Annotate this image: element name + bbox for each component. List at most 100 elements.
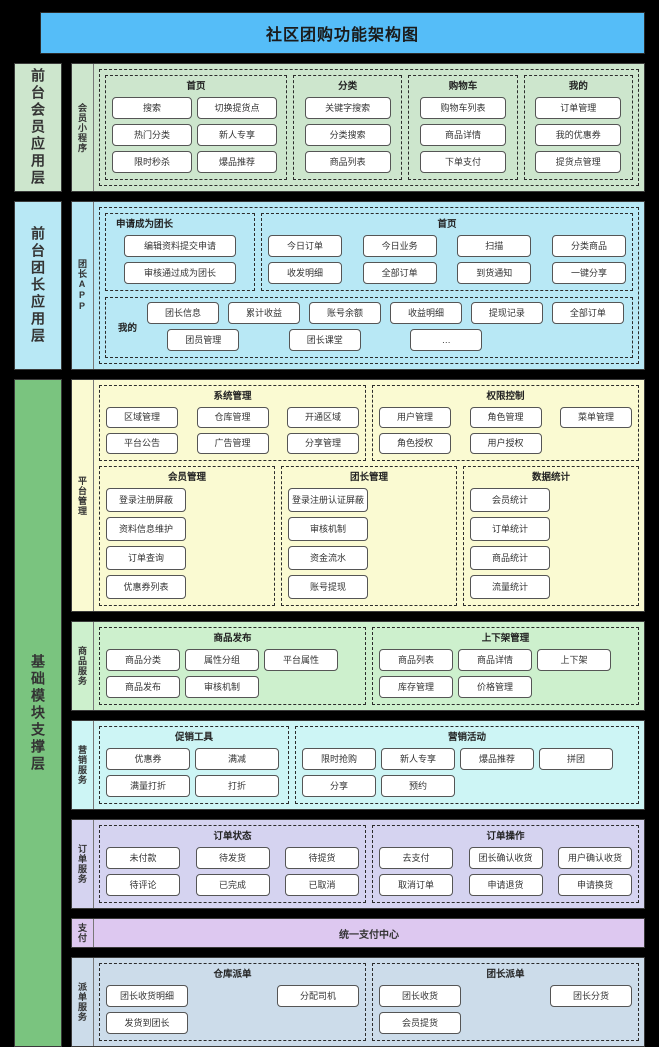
chip[interactable]: 资料信息维护 bbox=[106, 517, 186, 541]
chip[interactable]: 登录注册屏蔽 bbox=[106, 488, 186, 512]
chip[interactable]: 满减 bbox=[195, 748, 279, 770]
chip[interactable]: 团长信息 bbox=[147, 302, 219, 324]
chip[interactable]: 新人专享 bbox=[381, 748, 455, 770]
chip[interactable]: 爆品推荐 bbox=[197, 151, 277, 173]
chip[interactable]: 审核通过成为团长 bbox=[124, 262, 236, 284]
chip[interactable]: 角色授权 bbox=[379, 433, 451, 454]
chip[interactable]: 限时抢购 bbox=[302, 748, 376, 770]
chip[interactable]: 分类商品 bbox=[551, 235, 626, 257]
chip[interactable]: 优惠券列表 bbox=[106, 575, 186, 599]
chip[interactable]: 用户授权 bbox=[469, 433, 542, 454]
chip[interactable]: 商品列表 bbox=[379, 649, 453, 671]
chip[interactable]: 开通区域 bbox=[287, 407, 359, 428]
chip[interactable]: 已完成 bbox=[195, 874, 270, 896]
chip[interactable]: 商品列表 bbox=[304, 151, 391, 173]
chip[interactable]: 待提货 bbox=[285, 847, 359, 869]
chip[interactable]: 审核机制 bbox=[185, 676, 259, 698]
chip[interactable]: 团员管理 bbox=[167, 329, 240, 351]
chip[interactable]: 申请退货 bbox=[468, 874, 543, 896]
chip[interactable]: 编辑资料提交申请 bbox=[124, 235, 236, 257]
chip[interactable]: 团长课堂 bbox=[288, 329, 361, 351]
chip[interactable]: 爆品推荐 bbox=[460, 748, 534, 770]
chip[interactable]: 库存管理 bbox=[379, 676, 453, 698]
chip[interactable]: 未付款 bbox=[106, 847, 180, 869]
chip[interactable]: 团长确认收货 bbox=[468, 847, 543, 869]
chip[interactable]: 购物车列表 bbox=[419, 97, 506, 119]
chip[interactable]: 商品详情 bbox=[458, 649, 532, 671]
chip[interactable]: 上下架 bbox=[537, 649, 611, 671]
group-goods-publish: 商品发布 商品分类 属性分组 平台属性 商品发布 审核机制 bbox=[99, 627, 366, 705]
chip[interactable]: 广告管理 bbox=[196, 433, 269, 454]
chip[interactable]: 用户管理 bbox=[379, 407, 451, 428]
chip[interactable]: 团长分货 bbox=[550, 985, 632, 1007]
chip[interactable]: 资金流水 bbox=[288, 546, 368, 570]
chip[interactable]: 审核机制 bbox=[288, 517, 368, 541]
chip[interactable]: 流量统计 bbox=[470, 575, 550, 599]
group-title: 购物车 bbox=[448, 81, 478, 92]
chip[interactable]: 待评论 bbox=[106, 874, 180, 896]
chip[interactable]: 平台公告 bbox=[106, 433, 178, 454]
chip[interactable]: 团长收货 bbox=[379, 985, 461, 1007]
band-label-goods-service: 商品服务 bbox=[72, 622, 94, 710]
chip[interactable]: 分类搜索 bbox=[304, 124, 391, 146]
chip[interactable]: 搜索 bbox=[112, 97, 192, 119]
group-promotion-tools: 促销工具 优惠券 满减 满量打折 打折 bbox=[99, 726, 289, 804]
chip[interactable]: 拼团 bbox=[539, 748, 613, 770]
chip[interactable]: 分享 bbox=[302, 775, 376, 797]
chip[interactable]: 仓库管理 bbox=[196, 407, 269, 428]
chip[interactable]: 今日订单 bbox=[268, 235, 342, 257]
chip[interactable]: 商品发布 bbox=[106, 676, 180, 698]
chip[interactable]: 发货到团长 bbox=[106, 1012, 188, 1034]
chip[interactable]: 团长收货明细 bbox=[106, 985, 188, 1007]
chip[interactable]: 订单统计 bbox=[470, 517, 550, 541]
chip[interactable]: 打折 bbox=[195, 775, 279, 797]
chip[interactable]: 取消订单 bbox=[379, 874, 453, 896]
chip[interactable]: 提货点管理 bbox=[535, 151, 622, 173]
chip[interactable]: 限时秒杀 bbox=[112, 151, 192, 173]
chip[interactable]: 会员提货 bbox=[379, 1012, 461, 1034]
chip[interactable]: 申请换货 bbox=[558, 874, 632, 896]
chip[interactable]: 账号余额 bbox=[308, 302, 381, 324]
chip[interactable]: 热门分类 bbox=[112, 124, 192, 146]
chip[interactable]: 今日业务 bbox=[362, 235, 437, 257]
chip[interactable]: 角色管理 bbox=[469, 407, 542, 428]
chip[interactable]: 会员统计 bbox=[470, 488, 550, 512]
chip[interactable]: 全部订单 bbox=[551, 302, 624, 324]
group-member-cart: 购物车 购物车列表 商品详情 下单支付 bbox=[408, 75, 518, 180]
chip[interactable]: 订单管理 bbox=[535, 97, 622, 119]
chip[interactable]: 收发明细 bbox=[268, 262, 342, 284]
chip[interactable]: 分配司机 bbox=[277, 985, 359, 1007]
chip[interactable]: 收益明细 bbox=[389, 302, 462, 324]
chip[interactable]: 用户确认收货 bbox=[558, 847, 632, 869]
chip[interactable]: 价格管理 bbox=[458, 676, 532, 698]
chip[interactable]: 全部订单 bbox=[362, 262, 437, 284]
chip[interactable]: 新人专享 bbox=[197, 124, 277, 146]
chip[interactable]: 优惠券 bbox=[106, 748, 190, 770]
chip[interactable]: 去支付 bbox=[379, 847, 453, 869]
chip[interactable]: 订单查询 bbox=[106, 546, 186, 570]
chip[interactable]: 商品详情 bbox=[419, 124, 506, 146]
chip[interactable]: 登录注册认证屏蔽 bbox=[288, 488, 368, 512]
chip[interactable]: 平台属性 bbox=[264, 649, 338, 671]
chip[interactable]: 分享管理 bbox=[287, 433, 359, 454]
chip[interactable]: 扫描 bbox=[457, 235, 532, 257]
chip[interactable]: 商品分类 bbox=[106, 649, 180, 671]
chip[interactable]: 关键字搜索 bbox=[304, 97, 391, 119]
chip[interactable]: 菜单管理 bbox=[560, 407, 632, 428]
chip[interactable]: 待发货 bbox=[195, 847, 270, 869]
chip[interactable]: 已取消 bbox=[285, 874, 359, 896]
chip[interactable]: 到货通知 bbox=[457, 262, 532, 284]
chip[interactable]: 下单支付 bbox=[419, 151, 506, 173]
chip[interactable]: 切换提货点 bbox=[197, 97, 277, 119]
chip[interactable]: 属性分组 bbox=[185, 649, 259, 671]
chip[interactable]: 商品统计 bbox=[470, 546, 550, 570]
chip[interactable]: 预约 bbox=[381, 775, 455, 797]
chip[interactable]: 我的优惠券 bbox=[535, 124, 622, 146]
chip[interactable]: 一键分享 bbox=[551, 262, 626, 284]
chip[interactable]: 提现记录 bbox=[470, 302, 543, 324]
chip[interactable]: 区域管理 bbox=[106, 407, 178, 428]
chip[interactable]: … bbox=[410, 329, 483, 351]
chip[interactable]: 满量打折 bbox=[106, 775, 190, 797]
chip[interactable]: 累计收益 bbox=[227, 302, 300, 324]
chip[interactable]: 账号提现 bbox=[288, 575, 368, 599]
